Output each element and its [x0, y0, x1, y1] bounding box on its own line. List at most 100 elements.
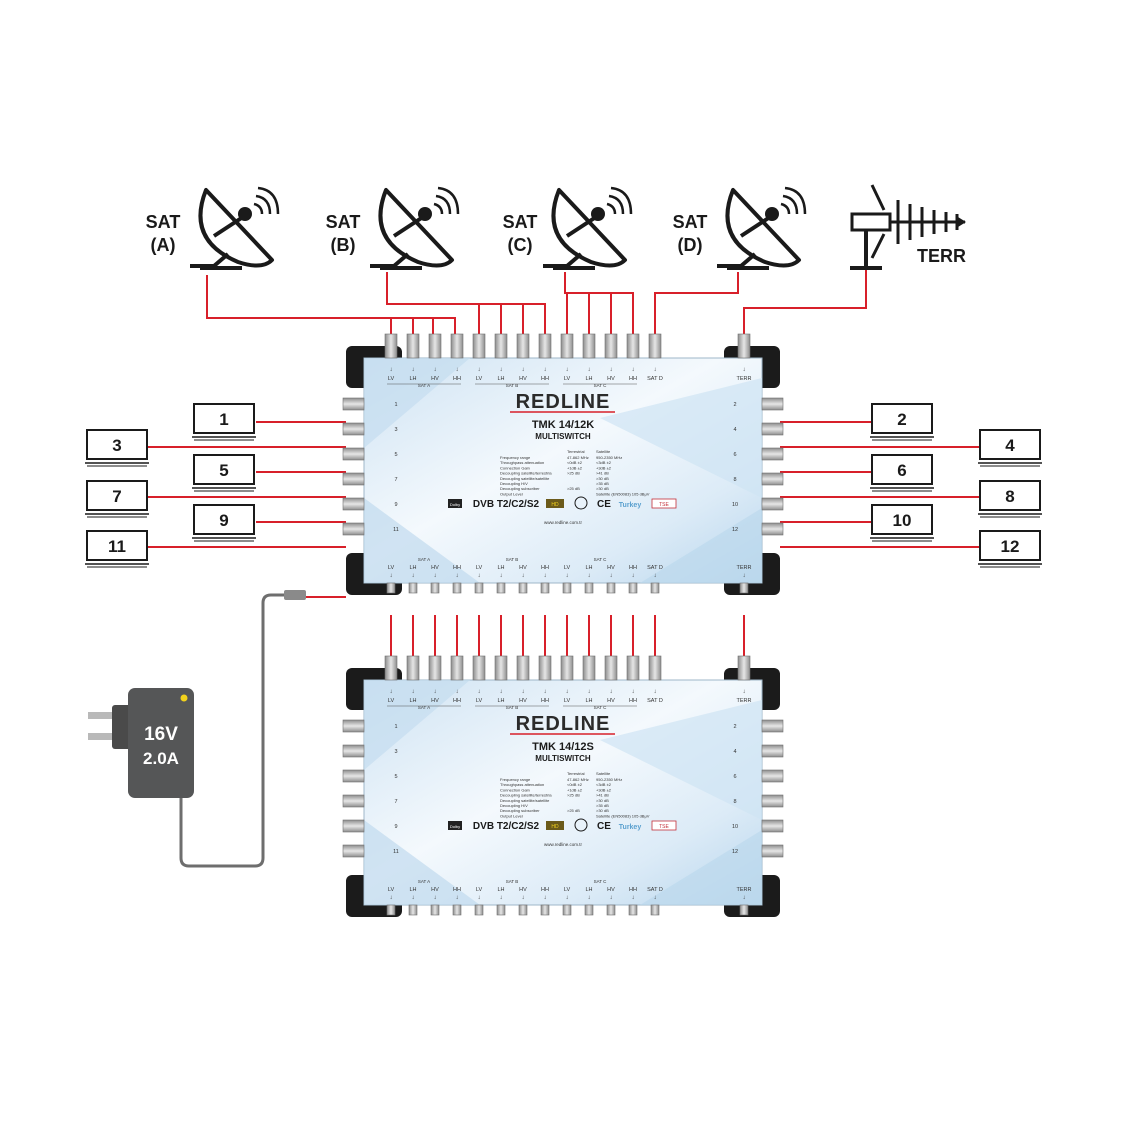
- f-connector: [540, 904, 550, 916]
- output-connector: [342, 744, 365, 758]
- f-connector: [628, 582, 638, 594]
- spec-name: Decoupling satellite/satellite: [500, 476, 550, 481]
- port-label: LV: [564, 698, 571, 704]
- decor-facet: [364, 498, 480, 583]
- output-connector: [342, 844, 365, 858]
- group-label: SAT A: [418, 705, 430, 710]
- spec-name: Frequency range: [500, 455, 531, 460]
- port-label: HV: [519, 887, 527, 893]
- dvb-logo: DVB T2/C2/S2: [473, 499, 540, 510]
- f-connector: [606, 582, 616, 594]
- port-arrow: ↓: [544, 573, 547, 579]
- f-connector: [737, 333, 751, 359]
- port-arrow: ↓: [434, 367, 437, 373]
- f-connector: [428, 333, 442, 359]
- dish-label-name: SAT: [503, 212, 538, 232]
- decor-facet: [600, 378, 762, 498]
- port-label: HH: [629, 698, 637, 704]
- decor-facet: [364, 358, 470, 448]
- port-arrow: ↓: [456, 573, 459, 579]
- f-connector: [562, 904, 572, 916]
- f-connector: [496, 904, 506, 916]
- port-arrow: ↓: [522, 689, 525, 695]
- output-number: 10: [893, 511, 912, 530]
- port-number: 10: [732, 824, 738, 830]
- spec-name: Output Level: [500, 813, 523, 818]
- receiver-output-box: 11: [85, 530, 149, 568]
- f-connector: [737, 655, 751, 681]
- spec-name: Frequency range: [500, 777, 531, 782]
- port-arrow: ↓: [434, 573, 437, 579]
- output-connector: [761, 447, 784, 461]
- output-connector: [761, 819, 784, 833]
- port-arrow: ↓: [632, 895, 635, 901]
- port-label: LH: [497, 565, 504, 571]
- port-arrow: ↓: [610, 895, 613, 901]
- spec-header: Terrestrial: [567, 449, 585, 454]
- output-connector: [342, 794, 365, 808]
- group-label: SAT C: [594, 557, 608, 562]
- spec-terr: >25 dB: [567, 793, 580, 798]
- port-arrow: ↓: [743, 895, 746, 901]
- dolby-badge: [448, 499, 462, 508]
- port-arrow: ↓: [588, 573, 591, 579]
- ce-mark: CE: [597, 821, 611, 832]
- f-connector: [604, 333, 618, 359]
- port-label: SAT D: [647, 376, 663, 382]
- power-led-indicator: [180, 694, 188, 702]
- decor-facet: [364, 680, 470, 770]
- port-arrow: ↓: [654, 895, 657, 901]
- port-label: HH: [541, 698, 549, 704]
- port-arrow: ↓: [500, 689, 503, 695]
- hd-badge: [546, 821, 564, 830]
- receiver-output-box: 9: [192, 504, 256, 542]
- port-arrow: ↓: [522, 573, 525, 579]
- f-connector: [606, 904, 616, 916]
- spec-terr: >25 dB: [567, 808, 580, 813]
- port-label: LV: [388, 698, 395, 704]
- decor-facet: [600, 700, 762, 820]
- port-number: 7: [394, 477, 397, 483]
- spec-name: Decoupling subscriber: [500, 486, 540, 491]
- spec-name: Connection Gain: [500, 465, 530, 470]
- port-arrow: ↓: [456, 367, 459, 373]
- port-label: HV: [431, 376, 439, 382]
- output-number: 8: [1005, 487, 1014, 506]
- port-label: SAT D: [647, 887, 663, 893]
- f-connector: [474, 904, 484, 916]
- f-connector: [386, 582, 396, 594]
- port-label: HH: [629, 887, 637, 893]
- port-label: HH: [629, 565, 637, 571]
- power-plug-prongs: [88, 712, 130, 719]
- f-connector: [626, 655, 640, 681]
- port-label: HH: [541, 376, 549, 382]
- tse-badge: [651, 498, 677, 509]
- output-connector: [761, 844, 784, 858]
- spec-name: Throughpass attenuation: [500, 460, 544, 465]
- spec-name: Decoupling H/V: [500, 803, 528, 808]
- terr-port-label: TERR: [737, 376, 752, 382]
- dolby-badge: [448, 821, 462, 830]
- port-label: LV: [388, 565, 395, 571]
- port-label: HH: [453, 565, 461, 571]
- f-connector: [450, 655, 464, 681]
- satellite-dish-icon: [370, 186, 460, 270]
- decor-facet: [640, 830, 762, 905]
- port-label: LH: [585, 698, 592, 704]
- output-connector: [761, 744, 784, 758]
- port-label: LV: [476, 698, 483, 704]
- spec-name: Decoupling subscriber: [500, 808, 540, 813]
- coax-cables: [148, 270, 980, 660]
- port-arrow: ↓: [478, 367, 481, 373]
- group-label: SAT A: [418, 879, 430, 884]
- port-label: LH: [497, 887, 504, 893]
- port-arrow: ↓: [390, 367, 393, 373]
- output-number: 9: [219, 511, 228, 530]
- tse-badge: [651, 820, 677, 831]
- output-connector: [342, 719, 365, 733]
- f-connector: [494, 333, 508, 359]
- port-arrow: ↓: [588, 689, 591, 695]
- port-label: LH: [409, 698, 416, 704]
- power-current: 2.0A: [143, 749, 179, 768]
